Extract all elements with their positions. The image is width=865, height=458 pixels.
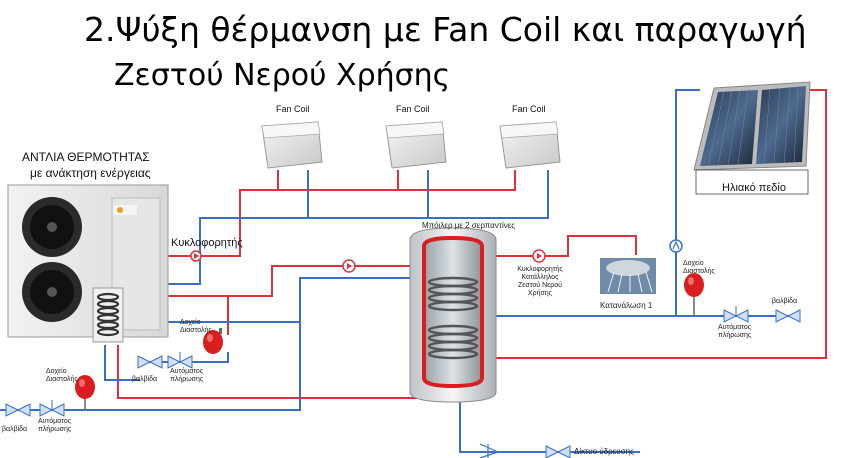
autofill-mid-label-2: πλήρωσης	[170, 376, 204, 383]
expansion-mid-label-1: Δοχείο	[180, 319, 201, 326]
valve-left-label: βαλβίδα	[2, 426, 28, 433]
valve-left	[5, 403, 31, 417]
circulator-dhw-label-1: Κυκλοφορητής	[517, 266, 563, 273]
heat-pump-label-2: με ανάκτηση ενέργειας	[30, 166, 151, 180]
solar-panel	[693, 81, 811, 195]
solar-label: Ηλιακό πεδίο	[722, 182, 786, 194]
circulator-dhw-label-2: Κατάλληλος	[521, 274, 559, 281]
check-valve-network	[479, 443, 500, 458]
valve-right-label: βαλβίδα	[772, 298, 798, 305]
heat-pump-unit	[7, 184, 169, 343]
autofill-right	[723, 306, 749, 323]
title-line-2: Ζεστού Νερού Χρήσης	[114, 58, 451, 93]
autofill-right-label-2: πλήρωσης	[718, 332, 752, 339]
fan-coil-1	[261, 121, 323, 169]
consumption-shower	[600, 258, 656, 294]
circulator-dhw-label-3: Ζεστού Νερού	[518, 282, 562, 289]
expansion-left-label-2: Διαστολής	[46, 376, 78, 383]
expansion-left-label-1: Δοχείο	[46, 368, 67, 375]
cold-pipes	[0, 89, 800, 453]
fan-coil-label-3: Fan Coil	[512, 104, 546, 114]
network-label: Δίκτυο ύδρευσης	[574, 447, 634, 456]
valve-network	[545, 445, 571, 458]
circulator-main-symbol	[190, 250, 202, 262]
expansion-right-label-2: Διαστολής	[683, 268, 715, 275]
valve-right	[775, 309, 801, 323]
autofill-left-label-2: πλήρωσης	[38, 426, 72, 433]
consumption-label: Κατανάλωση 1	[600, 301, 653, 310]
expansion-right-label-1: Δοχείο	[683, 260, 704, 267]
title-line-1: 2.Ψύξη θέρμανση με Fan Coil και παραγωγή	[84, 10, 807, 49]
fan-coil-label-2: Fan Coil	[396, 104, 430, 114]
boiler-label: Μπόιλερ με 2 σερπαντίνες	[422, 221, 516, 230]
circulator-main-label: Κυκλοφορητής	[171, 237, 243, 249]
fan-coil-label-1: Fan Coil	[276, 104, 310, 114]
circulator-dhw-label-4: Χρήσης	[527, 290, 553, 297]
expansion-tank-right	[684, 273, 704, 316]
autofill-right-label-1: Αυτόματος	[718, 324, 752, 331]
valve-mid-label: βαλβίδα	[132, 376, 158, 383]
boiler-tank	[409, 227, 497, 403]
autofill-left	[39, 400, 65, 417]
autofill-left-label-1: Αυτόματος	[38, 418, 72, 425]
circulator-boiler-symbol	[342, 259, 356, 273]
fan-coil-2	[385, 121, 447, 169]
autofill-mid	[167, 352, 193, 369]
valve-mid	[137, 355, 163, 369]
circulator-dhw-symbol	[532, 249, 546, 263]
expansion-tank-left	[75, 375, 95, 410]
fan-coil-3	[499, 121, 561, 169]
circulator-solar-symbol	[669, 239, 683, 253]
autofill-mid-label-1: Αυτόματος	[170, 368, 204, 375]
heat-pump-label-1: ΑΝΤΛΙΑ ΘΕΡΜΟΤΗΤΑΣ	[22, 150, 150, 164]
expansion-mid-label-2: Διαστολής	[180, 327, 212, 334]
expansion-tank-mid	[203, 328, 223, 354]
